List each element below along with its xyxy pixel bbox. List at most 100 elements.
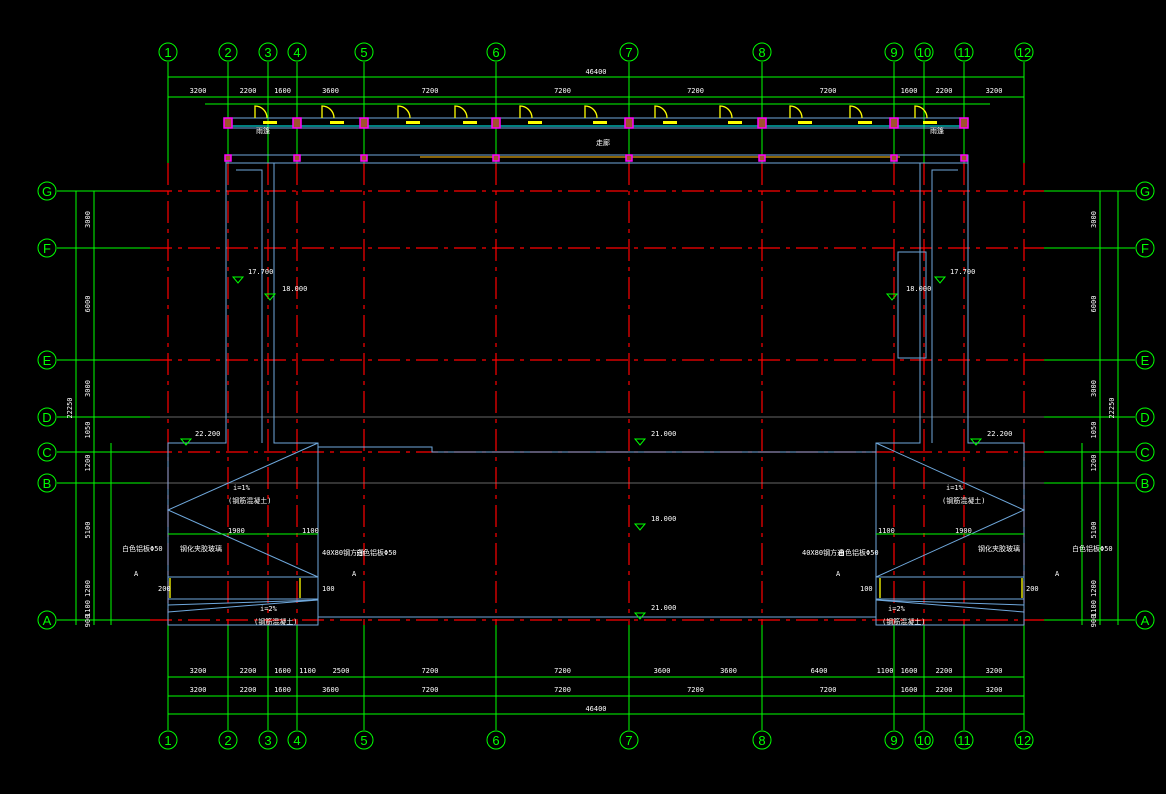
axis-bubble-circle bbox=[218, 730, 238, 750]
dimension-text: 1600 bbox=[901, 686, 918, 694]
axis-bubble-C: C bbox=[37, 442, 57, 462]
dimension-text: 7200 bbox=[687, 686, 704, 694]
dimension-text: 7200 bbox=[422, 686, 439, 694]
axis-bubble-4: 4 bbox=[287, 42, 307, 62]
level-marker-icon bbox=[231, 276, 245, 284]
level-marker-icon bbox=[885, 293, 899, 301]
axis-bubble-circle bbox=[37, 442, 57, 462]
door-swing bbox=[454, 105, 468, 119]
axis-bubble-circle bbox=[37, 407, 57, 427]
axis-bubble-F: F bbox=[1135, 238, 1155, 258]
axis-bubble-7: 7 bbox=[619, 730, 639, 750]
axis-label: 10 bbox=[917, 733, 931, 748]
structural-column bbox=[624, 117, 634, 129]
level-marker-icon bbox=[179, 438, 193, 446]
dimension-text: 2500 bbox=[333, 667, 350, 675]
axis-label: 1 bbox=[164, 733, 171, 748]
canopy-label: 雨篷 bbox=[256, 126, 270, 135]
axis-label: C bbox=[1140, 445, 1149, 460]
dimension-text: 3000 bbox=[1090, 211, 1098, 228]
dimension-text: 5100 bbox=[1090, 522, 1098, 539]
axis-bubble-G: G bbox=[1135, 181, 1155, 201]
axis-bubble-circle bbox=[37, 181, 57, 201]
level-label: 18.000 bbox=[651, 515, 676, 523]
dimension-text: 2200 bbox=[240, 667, 257, 675]
dimension-text: 7200 bbox=[422, 667, 439, 675]
level-label: 22.200 bbox=[195, 430, 220, 438]
roof-note: (钢筋混凝土) bbox=[228, 496, 271, 505]
axis-bubble-6: 6 bbox=[486, 730, 506, 750]
axis-label: G bbox=[1140, 184, 1150, 199]
axis-bubble-B: B bbox=[37, 473, 57, 493]
dimension-text: 7200 bbox=[554, 686, 571, 694]
axis-bubble-3: 3 bbox=[258, 730, 278, 750]
axis-bubble-circle bbox=[954, 730, 974, 750]
axis-label: 10 bbox=[917, 45, 931, 60]
panel-note: 白色铝板Φ50 bbox=[122, 544, 163, 553]
structural-column bbox=[224, 154, 232, 162]
axis-bubble-6: 6 bbox=[486, 42, 506, 62]
dimension-text: 7200 bbox=[422, 87, 439, 95]
axis-label: B bbox=[43, 476, 52, 491]
dimension-text: 3200 bbox=[190, 667, 207, 675]
axis-label: G bbox=[42, 184, 52, 199]
dimension-text: 3000 bbox=[84, 380, 92, 397]
axis-bubble-4: 4 bbox=[287, 730, 307, 750]
axis-label: 5 bbox=[360, 45, 367, 60]
axis-label: 6 bbox=[492, 733, 499, 748]
door-swing bbox=[789, 105, 803, 119]
axis-label: 12 bbox=[1017, 733, 1031, 748]
axis-label: 3 bbox=[264, 45, 271, 60]
axis-bubble-circle bbox=[914, 730, 934, 750]
axis-bubble-circle bbox=[914, 42, 934, 62]
axis-bubble-11: 11 bbox=[954, 42, 974, 62]
dimension-text: 2200 bbox=[240, 686, 257, 694]
axis-bubble-circle bbox=[258, 730, 278, 750]
dimension-text: 3200 bbox=[986, 686, 1003, 694]
structural-column bbox=[758, 154, 766, 162]
axis-bubble-circle bbox=[486, 730, 506, 750]
total-dimension-text: 22250 bbox=[66, 397, 74, 418]
axis-label: D bbox=[1140, 410, 1149, 425]
dimension-text: 1600 bbox=[274, 686, 291, 694]
wall-note: 40X80钢方通 bbox=[322, 548, 364, 557]
axis-bubble-circle bbox=[1135, 181, 1155, 201]
axis-label: 8 bbox=[758, 733, 765, 748]
structural-column bbox=[360, 154, 368, 162]
axis-bubble-D: D bbox=[1135, 407, 1155, 427]
axis-bubble-circle bbox=[1014, 730, 1034, 750]
dimension-text: 1100 bbox=[1090, 600, 1098, 617]
axis-bubble-A: A bbox=[1135, 610, 1155, 630]
dimension-text: 1600 bbox=[901, 87, 918, 95]
roof-note: (钢筋混凝土) bbox=[254, 617, 297, 626]
slope-label: i=1% bbox=[233, 484, 251, 492]
level-label: 17.700 bbox=[248, 268, 273, 276]
roof-note: (钢筋混凝土) bbox=[942, 496, 985, 505]
dimension-text: 1100 bbox=[299, 667, 316, 675]
structural-column bbox=[292, 117, 302, 129]
axis-label: E bbox=[43, 353, 52, 368]
section-mark: A bbox=[134, 570, 139, 578]
slope-label: i=1% bbox=[946, 484, 964, 492]
axis-bubble-8: 8 bbox=[752, 42, 772, 62]
dimension-text: 6000 bbox=[1090, 296, 1098, 313]
axis-label: B bbox=[1141, 476, 1150, 491]
axis-bubble-10: 10 bbox=[914, 42, 934, 62]
axis-label: 6 bbox=[492, 45, 499, 60]
axis-bubble-8: 8 bbox=[752, 730, 772, 750]
axis-bubble-B: B bbox=[1135, 473, 1155, 493]
dimension-text: 2200 bbox=[936, 686, 953, 694]
axis-bubble-G: G bbox=[37, 181, 57, 201]
dim-label: 100 bbox=[860, 585, 873, 593]
axis-label: 1 bbox=[164, 45, 171, 60]
axis-bubble-circle bbox=[1135, 350, 1155, 370]
axis-bubble-circle bbox=[619, 42, 639, 62]
dimension-text: 3600 bbox=[322, 686, 339, 694]
dimension-text: 3000 bbox=[1090, 380, 1098, 397]
axis-bubble-10: 10 bbox=[914, 730, 934, 750]
bottom-total-dim: 46400 bbox=[585, 705, 606, 713]
door-swing bbox=[519, 105, 533, 119]
axis-label: 9 bbox=[890, 733, 897, 748]
structural-column bbox=[359, 117, 369, 129]
